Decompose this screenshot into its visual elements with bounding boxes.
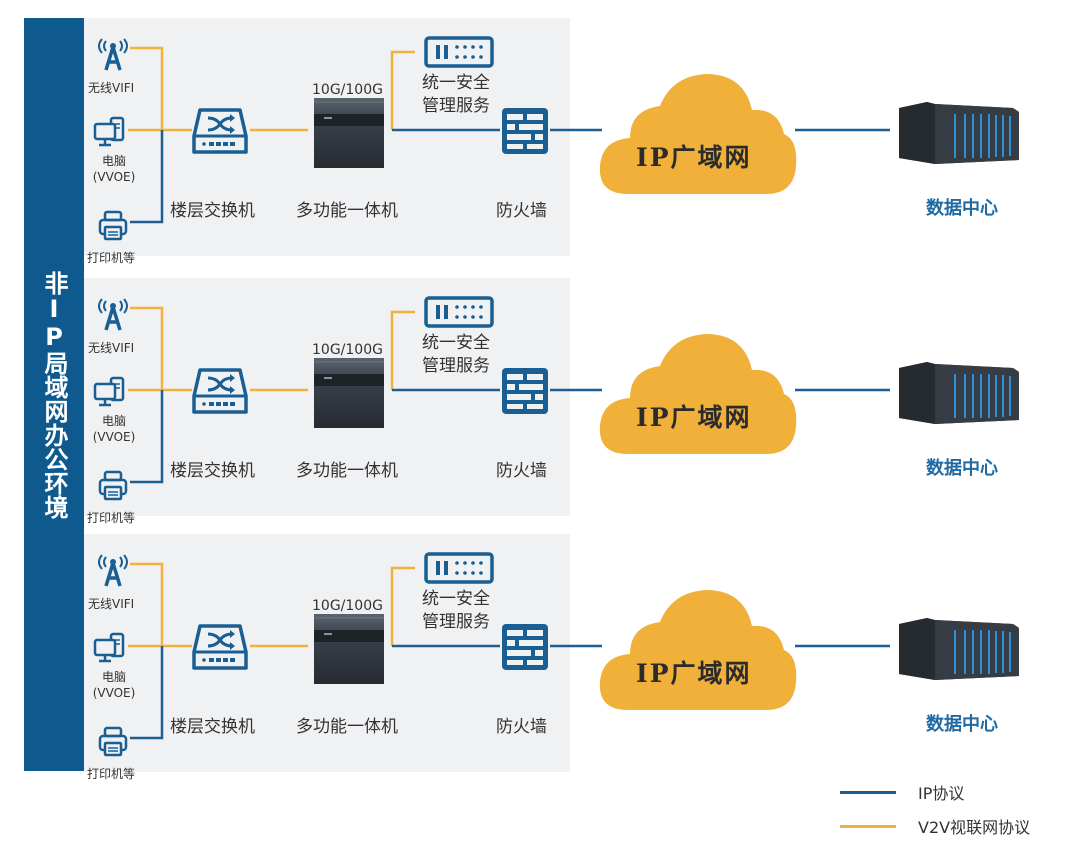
ip-line-printer [130,130,164,224]
switch-icon [192,108,248,154]
pc-label-line1: 电脑 [101,154,126,168]
v2v-line-security [390,50,415,130]
security-label-line1: 统一安全 [422,73,490,93]
wan-label: IP广域网 [636,659,752,688]
legend-v2v-line [840,824,896,828]
multifunction-appliance-icon [314,98,384,168]
security-label-line2: 管理服务 [422,96,490,116]
multifunction-appliance-icon [314,614,384,684]
printer-label: 打印机等 [87,511,136,525]
pc-label: 电脑 (VVOE) [88,153,140,185]
firewall-icon [502,368,548,414]
appliance-label: 多功能一体机 [296,461,398,481]
pc-label-line2: (VVOE) [92,430,136,444]
wan-label: IP广域网 [636,143,752,172]
speed-label: 10G/100G [312,82,383,98]
switch-label: 楼层交换机 [170,717,255,737]
wifi-label: 无线VIFI [88,81,135,95]
printer-icon [98,470,128,501]
appliance-label: 多功能一体机 [296,201,398,221]
security-management-icon [424,552,494,584]
wifi-antenna-icon [98,38,128,71]
security-label-line1: 统一安全 [422,333,490,353]
v2v-line-security [390,310,415,390]
datacenter-label: 数据中心 [926,714,998,735]
connection-lines [128,306,890,484]
datacenter-icon [899,618,1019,680]
firewall-icon [502,624,548,670]
switch-icon [192,624,248,670]
pc-label-line1: 电脑 [101,414,126,428]
security-label: 统一安全 管理服务 [422,332,490,378]
printer-icon [98,210,128,241]
network-row-2: 无线VIFI 电脑 (VVOE) 打印机等 [0,278,1080,534]
printer-label: 打印机等 [87,251,136,265]
computer-icon [93,632,125,663]
appliance-label: 多功能一体机 [296,717,398,737]
environment-sidebar: 非IP局域网办公环境 [24,18,84,771]
pc-label-line2: (VVOE) [92,170,136,184]
printer-label: 打印机等 [87,767,136,781]
connection-lines [128,562,890,740]
security-label-line1: 统一安全 [422,589,490,609]
v2v-line-wifi [130,562,164,646]
speed-label: 10G/100G [312,342,383,358]
ip-line-printer [130,646,164,740]
v2v-line-security [390,566,415,646]
connection-lines [128,46,890,224]
wan-label: IP广域网 [636,403,752,432]
wifi-antenna-icon [98,298,128,331]
security-label-line2: 管理服务 [422,612,490,632]
multifunction-appliance-icon [314,358,384,428]
datacenter-icon [899,362,1019,424]
pc-label: 电脑 (VVOE) [88,669,140,701]
security-label: 统一安全 管理服务 [422,72,490,118]
printer-icon [98,726,128,757]
pc-label-line2: (VVOE) [92,686,136,700]
security-label-line2: 管理服务 [422,356,490,376]
security-label: 统一安全 管理服务 [422,588,490,634]
switch-label: 楼层交换机 [170,461,255,481]
firewall-label: 防火墙 [496,201,547,221]
switch-icon [192,368,248,414]
ip-line-printer [130,390,164,484]
datacenter-label: 数据中心 [926,458,998,479]
v2v-line-wifi [130,46,164,130]
firewall-label: 防火墙 [496,717,547,737]
network-row-1: 无线VIFI 电脑 (VVOE) 打印机等 [0,18,1080,274]
security-management-icon [424,296,494,328]
wan-cloud-icon [599,74,797,194]
wan-cloud-icon [599,590,797,710]
legend-item-v2v: V2V视联网协议 [840,814,1030,838]
pc-label-line1: 电脑 [101,670,126,684]
legend-ip-line [840,790,896,794]
wifi-antenna-icon [98,554,128,587]
v2v-line-wifi [130,306,164,390]
computer-icon [93,376,125,407]
security-management-icon [424,36,494,68]
legend-v2v-label: V2V视联网协议 [918,818,1031,837]
firewall-icon [502,108,548,154]
computer-icon [93,116,125,147]
pc-label: 电脑 (VVOE) [88,413,140,445]
datacenter-label: 数据中心 [926,198,998,219]
legend-ip-label: IP协议 [918,784,965,803]
wan-cloud-icon [599,334,797,454]
wifi-label: 无线VIFI [88,341,135,355]
legend-item-ip: IP协议 [840,780,964,804]
network-row-3: 无线VIFI 电脑 (VVOE) 打印机等 [0,534,1080,790]
switch-label: 楼层交换机 [170,201,255,221]
wifi-label: 无线VIFI [88,597,135,611]
speed-label: 10G/100G [312,598,383,614]
firewall-label: 防火墙 [496,461,547,481]
environment-label: 非IP局域网办公环境 [40,270,68,519]
datacenter-icon [899,102,1019,164]
